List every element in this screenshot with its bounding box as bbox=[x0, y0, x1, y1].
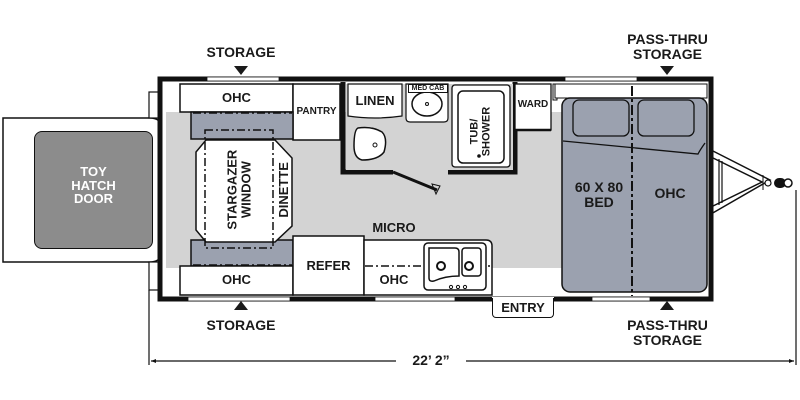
toy-hatch-door bbox=[34, 131, 153, 249]
ohc-top-left-label: OHC bbox=[222, 90, 251, 105]
arrow-up-icon bbox=[660, 301, 674, 310]
ward-label: WARD bbox=[517, 99, 549, 110]
micro-label: MICRO bbox=[372, 220, 416, 235]
linen-label: LINEN bbox=[355, 93, 395, 108]
toy-hatch-door-label: TOY HATCH DOOR bbox=[71, 164, 116, 207]
tub-shower-label: TUB/ SHOWER bbox=[468, 106, 492, 157]
dinette-label: DINETTE bbox=[276, 162, 292, 218]
arrow-up-icon bbox=[234, 301, 248, 310]
ohc-bed-label: OHC bbox=[654, 185, 686, 201]
ohc-bottom-left-label: OHC bbox=[222, 272, 251, 287]
refer-label: REFER bbox=[306, 258, 351, 273]
entry-label: ENTRY bbox=[501, 300, 545, 315]
pass-thru-storage-bottom-callout: PASS-THRU STORAGE bbox=[627, 317, 708, 348]
overall-length-dimension: 22’ 2” bbox=[412, 352, 450, 368]
stargazer-window-label: STARGAZER WINDOW bbox=[224, 149, 253, 230]
pass-thru-storage-top-callout: PASS-THRU STORAGE bbox=[627, 31, 708, 62]
pantry-label: PANTRY bbox=[296, 106, 337, 117]
arrow-down-icon bbox=[234, 66, 248, 75]
bed-label: 60 X 80 BED bbox=[574, 179, 624, 210]
arrow-down-icon bbox=[660, 66, 674, 75]
med-cab-label: MED CAB bbox=[408, 84, 448, 94]
storage-bottom-callout: STORAGE bbox=[206, 317, 276, 333]
ohc-kitchen-label: OHC bbox=[379, 272, 409, 287]
storage-top-callout: STORAGE bbox=[206, 44, 276, 60]
entry-door bbox=[492, 298, 554, 318]
